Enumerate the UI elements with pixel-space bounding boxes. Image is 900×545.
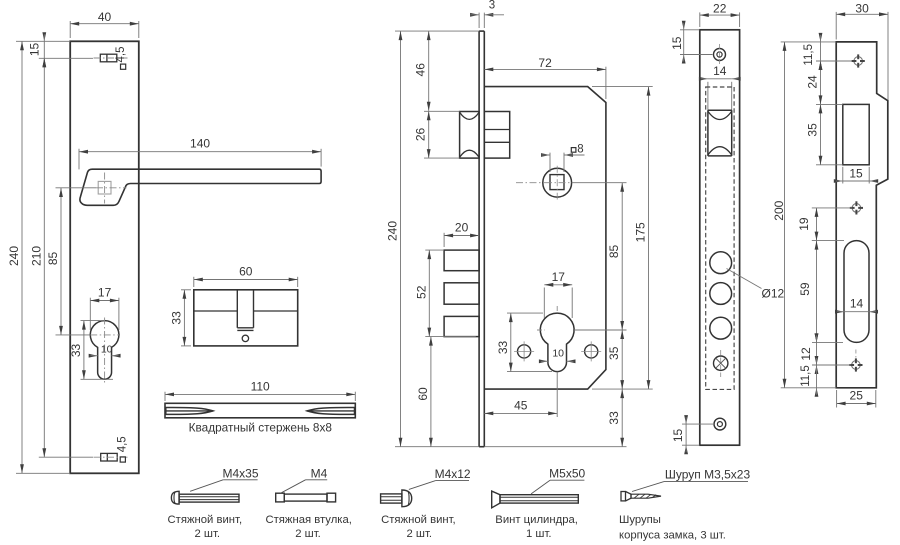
svg-text:Шурупы: Шурупы: [619, 514, 661, 526]
svg-text:110: 110: [251, 379, 270, 393]
svg-text:15: 15: [849, 167, 863, 181]
svg-text:20: 20: [455, 221, 469, 235]
svg-text:2 шт.: 2 шт.: [295, 528, 321, 540]
svg-text:33: 33: [69, 344, 83, 358]
svg-text:10: 10: [552, 348, 564, 360]
svg-text:2 шт.: 2 шт.: [195, 528, 221, 540]
svg-text:Стяжной винт,: Стяжной винт,: [381, 514, 456, 526]
svg-text:45: 45: [514, 398, 528, 412]
svg-text:33: 33: [496, 341, 510, 355]
svg-text:1 шт.: 1 шт.: [526, 528, 552, 540]
svg-text:корпуса замка, 3 шт.: корпуса замка, 3 шт.: [619, 529, 726, 541]
svg-text:40: 40: [98, 10, 112, 24]
svg-text:22: 22: [713, 2, 727, 16]
svg-text:М4х35: М4х35: [222, 466, 258, 480]
svg-text:17: 17: [98, 286, 112, 300]
svg-text:Шуруп М3,5х23: Шуруп М3,5х23: [665, 467, 751, 481]
svg-text:60: 60: [416, 387, 430, 401]
svg-text:85: 85: [607, 245, 621, 259]
svg-text:Винт цилиндра,: Винт цилиндра,: [495, 514, 578, 526]
svg-text:Квадратный стержень 8х8: Квадратный стержень 8х8: [189, 420, 333, 434]
svg-text:200: 200: [772, 200, 786, 220]
svg-text:240: 240: [7, 246, 21, 266]
svg-text:Ø12: Ø12: [762, 287, 785, 301]
svg-text:240: 240: [386, 221, 400, 241]
svg-text:59: 59: [798, 282, 812, 296]
svg-text:Стяжная втулка,: Стяжная втулка,: [265, 514, 351, 526]
svg-text:15: 15: [28, 43, 42, 57]
svg-text:4,5: 4,5: [115, 47, 127, 63]
svg-text:11,5: 11,5: [803, 44, 815, 66]
svg-text:15: 15: [670, 36, 684, 50]
svg-text:3: 3: [489, 0, 495, 12]
svg-text:19: 19: [797, 217, 811, 231]
svg-text:26: 26: [414, 128, 428, 142]
svg-text:24: 24: [806, 75, 820, 89]
svg-text:15: 15: [671, 429, 685, 443]
svg-text:85: 85: [46, 252, 60, 266]
svg-text:30: 30: [855, 1, 869, 15]
svg-text:14: 14: [713, 64, 727, 78]
svg-text:М4: М4: [311, 466, 328, 480]
svg-text:210: 210: [29, 246, 43, 266]
svg-text:2 шт.: 2 шт.: [407, 528, 433, 540]
svg-text:17: 17: [552, 270, 566, 284]
svg-text:8: 8: [577, 144, 583, 156]
svg-text:11,5: 11,5: [800, 365, 812, 387]
svg-text:175: 175: [634, 222, 648, 242]
svg-text:35: 35: [806, 123, 820, 137]
svg-text:10: 10: [101, 344, 113, 356]
svg-text:4,5: 4,5: [117, 436, 129, 452]
svg-text:140: 140: [190, 137, 210, 151]
svg-text:М4х12: М4х12: [435, 467, 471, 481]
svg-text:33: 33: [169, 311, 183, 325]
svg-text:Стяжной винт,: Стяжной винт,: [168, 514, 243, 526]
svg-text:М5х50: М5х50: [549, 467, 585, 481]
svg-text:72: 72: [538, 56, 552, 70]
svg-text:52: 52: [414, 285, 428, 299]
svg-text:25: 25: [850, 389, 864, 403]
svg-text:33: 33: [607, 411, 621, 425]
svg-text:60: 60: [239, 265, 253, 279]
svg-text:14: 14: [850, 296, 864, 310]
svg-text:12: 12: [799, 347, 813, 361]
svg-text:35: 35: [607, 346, 621, 360]
svg-text:46: 46: [414, 63, 428, 77]
